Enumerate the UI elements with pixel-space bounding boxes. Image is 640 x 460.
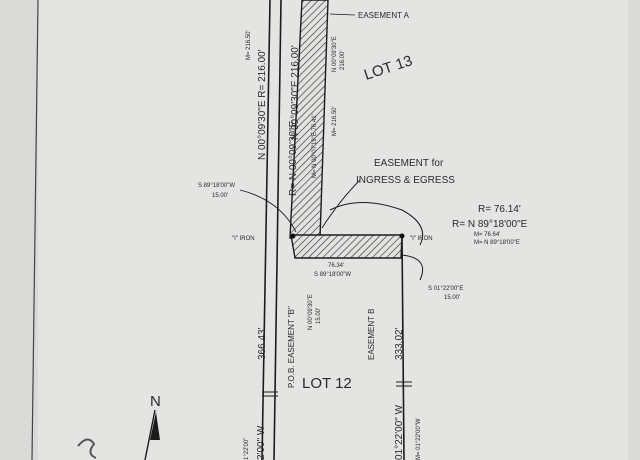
break-mark-right <box>396 381 412 387</box>
east-small-dist-label: 15.00' <box>444 295 460 301</box>
ease-strip-label-2: M= 216.50' <box>332 106 338 136</box>
west-boundary-line-inner <box>273 0 282 460</box>
west-line-top-label: N 00°09'30"E R= 216.00' <box>257 49 268 160</box>
partial-symbol-left <box>77 438 97 459</box>
curve-radius-label: R= 76.14' <box>478 204 521 215</box>
curve-bearing-label: R= N 89°18'00"E <box>452 219 528 230</box>
curve-m2-label: M= N 89°18'00"E <box>474 240 520 246</box>
north-label: N <box>150 393 161 410</box>
south-bottom-bearing-label: S 89°18'00"W <box>314 272 351 278</box>
break-mark-left <box>262 391 278 397</box>
curve-m-label: M= 76.64' <box>474 232 500 238</box>
paper-sheet <box>38 0 628 460</box>
bottom-right-bearing-label: 01°22'00" W <box>394 404 405 460</box>
iron-marker-right <box>399 233 405 239</box>
south-bottom-dist-label: 76.34' <box>328 263 344 269</box>
east-line-label: N 00°09'30"E 216.00' <box>290 45 301 140</box>
north-arrow-shaft <box>144 409 156 460</box>
ease-strip-label-3: 216.00' <box>340 51 346 71</box>
leader-ingress <box>321 179 361 229</box>
ease-strip-label-4: N 00°09'30"E <box>332 36 338 72</box>
east-line-r-label: R= N 00°09'30"E <box>288 120 299 196</box>
north-arrow-head <box>150 412 160 440</box>
iron-right-label: "I" IRON <box>410 236 433 242</box>
small-dist-label: 15.00' <box>316 308 322 324</box>
bottom-left-bearing-label: 2'00" W <box>256 425 267 460</box>
easement-b-label: EASEMENT B <box>367 309 376 360</box>
easement-a-label: EASEMENT A <box>358 11 410 20</box>
bottom-left-m-label: 1°22'00" <box>244 438 250 460</box>
easement-a-leader <box>329 13 356 16</box>
easement-bottom-strip <box>290 234 403 259</box>
east-small-bearing-label: S 01°22'00"E <box>428 286 463 292</box>
leader-left <box>239 189 297 233</box>
west-line-top-m-label: M= 216.50' <box>246 30 252 60</box>
curve-arc-lower <box>401 254 424 281</box>
south-dist-left-label: 15.00' <box>212 193 228 199</box>
south-bearing-left-label: S 89°18'00"W <box>198 183 235 189</box>
iron-marker-left <box>290 233 296 239</box>
west-lower-dist-label: 366.43' <box>257 327 268 360</box>
bottom-right-m-label: M= 01°22'00"W <box>416 418 422 460</box>
sheet-left-edge <box>31 0 39 460</box>
east-lot-line <box>401 235 405 460</box>
curve-arc-right <box>329 202 424 246</box>
west-boundary-line-outer <box>261 0 271 460</box>
easement-ingress-label-2: INGRESS & EGRESS <box>356 175 455 186</box>
pob-label: P.O.B. EASEMENT "B" <box>287 306 296 388</box>
ease-strip-label-1: M= N 00°07'19"E 76.41' <box>312 114 318 178</box>
small-bearing-label: N 00°09'30"E <box>308 294 314 330</box>
east-lower-dist-label: 333.02' <box>394 327 405 360</box>
iron-left-label: "I" IRON <box>232 236 255 242</box>
lot-12-label: LOT 12 <box>302 375 352 392</box>
easement-ingress-label-1: EASEMENT for <box>374 158 444 169</box>
